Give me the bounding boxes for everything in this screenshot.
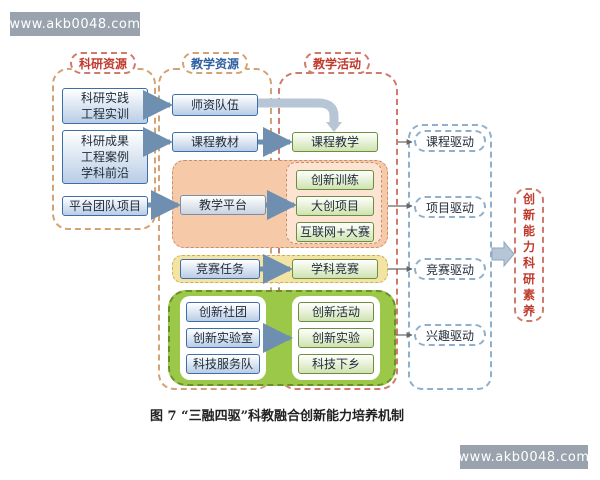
research-practice-box: 科研实践 工程实训 (62, 88, 148, 124)
interest-driver-pill: 兴趣驱动 (414, 324, 486, 346)
green-left-item-3: 科技服务队 (186, 354, 260, 374)
teaching-activity-header: 教学活动 (304, 52, 370, 74)
green-right-item-1: 创新活动 (298, 302, 374, 322)
outcome-char-1: 创 (522, 192, 535, 206)
teaching-platform-box: 教学平台 (180, 195, 266, 215)
watermark-bottom: www.akb0048.com (458, 445, 589, 469)
outcome-char-8: 养 (522, 304, 535, 318)
research-resources-header: 科研资源 (70, 52, 136, 74)
teaching-resources-header: 教学资源 (182, 52, 248, 74)
green-right-item-3: 科技下乡 (298, 354, 374, 374)
competition-driver-pill: 竞赛驱动 (414, 258, 486, 280)
arrow-faculty-to-course (258, 98, 342, 132)
faculty-box: 师资队伍 (172, 94, 258, 116)
research-practice-line2: 工程实训 (80, 107, 129, 121)
green-left-item-1: 创新社团 (186, 302, 260, 322)
green-left-item-2: 创新实验室 (186, 328, 260, 348)
outcome-box: 创 新 能 力 科 研 素 养 (514, 188, 544, 322)
research-results-box: 科研成果 工程案例 学科前沿 (62, 130, 148, 184)
driver-frame (408, 124, 492, 390)
outcome-char-7: 素 (522, 288, 535, 302)
outcome-char-4: 力 (522, 240, 535, 254)
competition-tasks-box: 竞赛任务 (180, 259, 260, 279)
research-results-line2: 工程案例 (80, 150, 129, 164)
research-practice-line1: 科研实践 (80, 91, 129, 105)
course-driver-pill: 课程驱动 (414, 130, 486, 152)
green-right-item-2: 创新实验 (298, 328, 374, 348)
arrow-drivers-to-outcome (491, 240, 515, 268)
outcome-char-3: 能 (522, 224, 535, 238)
outcome-char-5: 科 (522, 256, 535, 270)
figure-caption: 图 7 “三融四驱”科教融合创新能力培养机制 (150, 409, 405, 424)
course-teaching-box: 课程教学 (292, 132, 378, 152)
outcome-char-2: 新 (522, 208, 535, 222)
watermark-top: www.akb0048.com (9, 12, 140, 36)
research-results-line1: 科研成果 (80, 134, 129, 148)
project-driver-pill: 项目驱动 (414, 196, 486, 218)
materials-box: 课程教材 (172, 132, 258, 152)
subject-competition-box: 学科竞赛 (292, 259, 378, 279)
research-platform-box: 平台团队项目 (62, 196, 148, 216)
research-results-line3: 学科前沿 (80, 166, 129, 180)
internet-plus-box: 互联网+大赛 (296, 222, 374, 242)
outcome-char-6: 研 (522, 272, 535, 286)
innovation-training-box: 创新训练 (296, 170, 374, 190)
